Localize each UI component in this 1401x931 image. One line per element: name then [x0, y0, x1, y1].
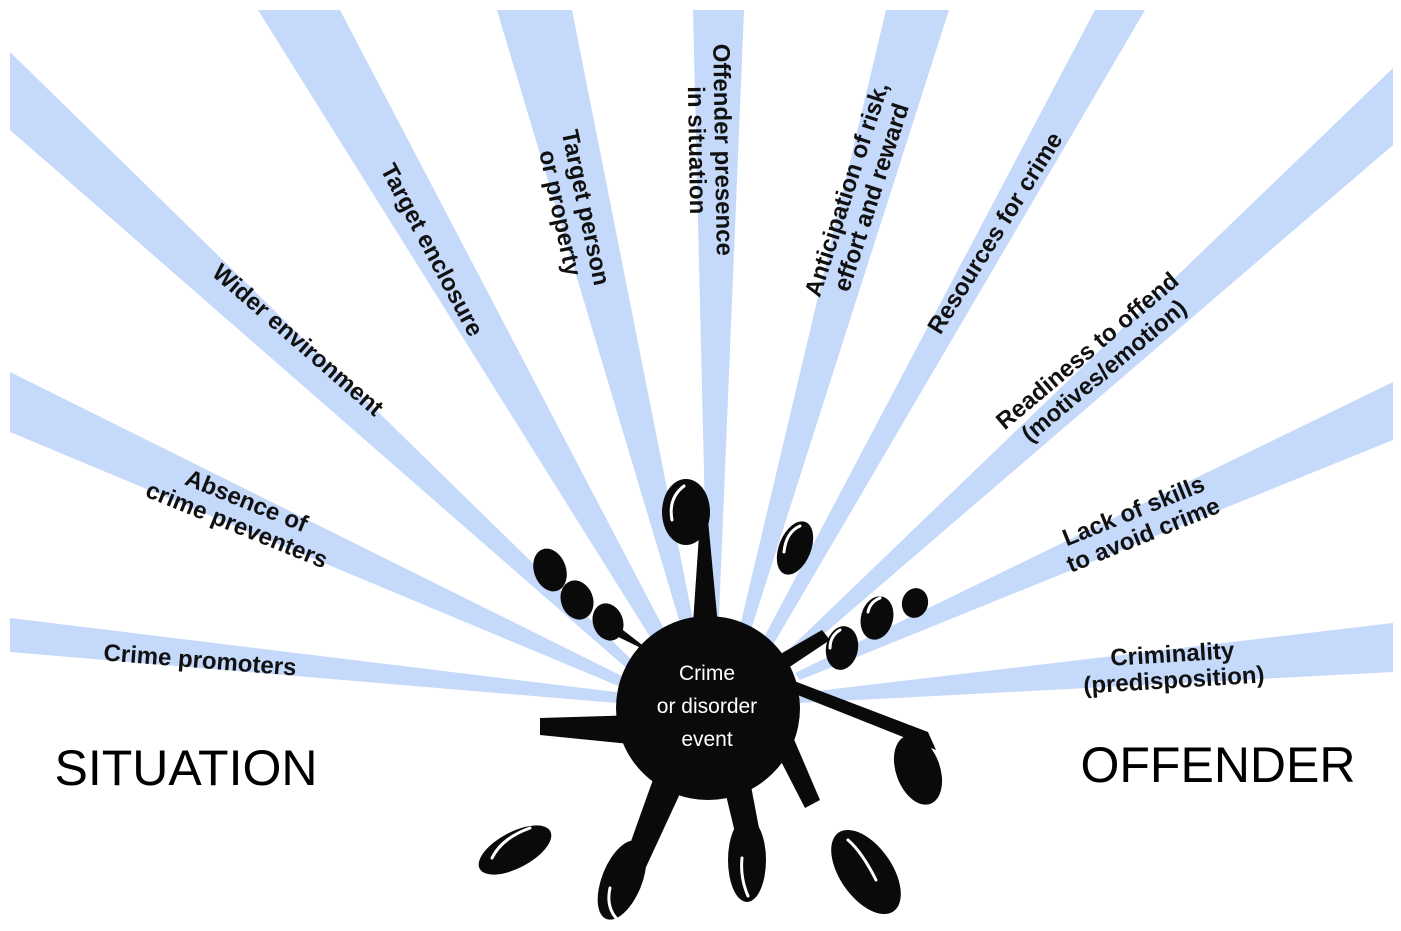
- splat-body: [616, 616, 800, 800]
- ray-label-line1: Wider environment: [207, 259, 389, 422]
- splat-arms: [540, 479, 943, 920]
- ray-anticipation: [737, 10, 949, 642]
- ray-label-lack-skills: Lack of skills to avoid crime: [1059, 471, 1224, 579]
- ray-target-enclosure: [258, 10, 675, 656]
- ray-label-criminality: Criminality (predisposition): [1083, 637, 1266, 699]
- center-label-line1: Crime: [679, 662, 735, 685]
- ray-wider-environment: [10, 52, 640, 680]
- ray-label-line1: Offender presence: [707, 44, 738, 257]
- ray-absence-preventers: [10, 372, 640, 695]
- side-label-situation: SITUATION: [55, 740, 318, 796]
- ink-splat: [478, 479, 943, 920]
- center-label-line2: or disorder: [657, 695, 757, 718]
- ray-label-wider-environment: Wider environment: [207, 259, 389, 422]
- ray-label-anticipation: Anticipation of risk, effort and reward: [800, 79, 915, 300]
- splat-droplets: [478, 521, 929, 915]
- center-label-line3: event: [681, 728, 733, 751]
- ray-lack-skills: [795, 382, 1393, 680]
- ray-readiness: [782, 68, 1393, 663]
- ray-resources: [760, 10, 1145, 650]
- ray-criminality: [800, 623, 1393, 703]
- side-label-offender: OFFENDER: [1081, 737, 1356, 793]
- rays: [10, 10, 1393, 705]
- ray-label-readiness: Readiness to offend (motives/emotion): [991, 267, 1192, 448]
- center-label: Crime or disorder event: [657, 662, 757, 751]
- ray-target-person: [497, 10, 697, 643]
- ray-label-line1: Resources for crime: [922, 128, 1068, 339]
- splat-highlights: [490, 484, 882, 920]
- ray-label-line2: in situation: [682, 86, 711, 214]
- ray-crime-promoters: [10, 618, 640, 705]
- ray-label-line1: Readiness to offend: [991, 267, 1184, 435]
- ray-label-resources: Resources for crime: [922, 128, 1068, 339]
- ray-offender-presence: [693, 10, 744, 640]
- ray-label-offender-presence: Offender presence in situation: [682, 44, 738, 257]
